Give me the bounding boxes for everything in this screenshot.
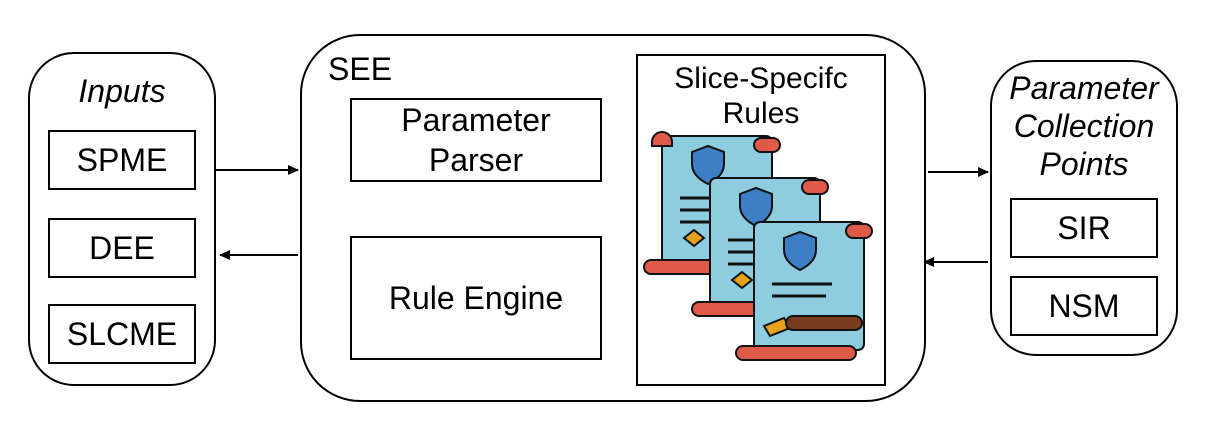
rule-scrolls-illustration — [643, 131, 873, 361]
collection-sir: SIR — [1010, 198, 1158, 258]
see-title: SEE — [328, 51, 393, 87]
inputs-title: Inputs — [78, 73, 166, 109]
collection-points-title: Parameter Collection Points — [1009, 70, 1159, 182]
collection-nsm: NSM — [1010, 276, 1158, 336]
scroll-icon — [735, 221, 873, 361]
rule-engine-label: Rule Engine — [388, 279, 564, 316]
input-dee: DEE — [48, 218, 196, 278]
input-slcme: SLCME — [48, 304, 196, 364]
input-spme: SPME — [48, 130, 196, 190]
slice-rules-title: Slice-Specifc Rules — [674, 62, 848, 130]
rule-engine-box: Rule Engine — [350, 236, 602, 360]
parameter-parser-label: Parameter Parser — [401, 102, 551, 178]
brush-icon — [762, 315, 863, 338]
parameter-parser-box: Parameter Parser — [350, 98, 602, 182]
